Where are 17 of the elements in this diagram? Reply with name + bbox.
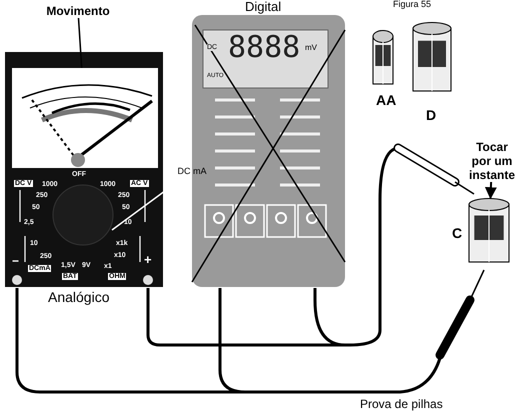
meter-caption: Analógico (48, 290, 110, 305)
caption: Prova de pilhas (360, 398, 443, 411)
heading: Digital (245, 0, 282, 14)
battery-size-label: C (452, 226, 462, 241)
meter-scale (12, 68, 158, 168)
battery-size-label: AA (376, 93, 396, 108)
leader-line (78, 18, 82, 68)
callout-text: Movimento (45, 4, 111, 18)
callout-text: Tocar por um instante (468, 140, 516, 182)
terminal-sign: + (144, 253, 152, 267)
digit-readout: 8888 (228, 32, 300, 64)
figure-number: Figura 55 (393, 0, 432, 10)
arrow (484, 182, 497, 200)
battery-size-label: D (426, 108, 436, 123)
terminal-sign: − (12, 255, 20, 268)
callout-label: DC mA (176, 166, 208, 176)
display-label: mV (305, 44, 317, 52)
